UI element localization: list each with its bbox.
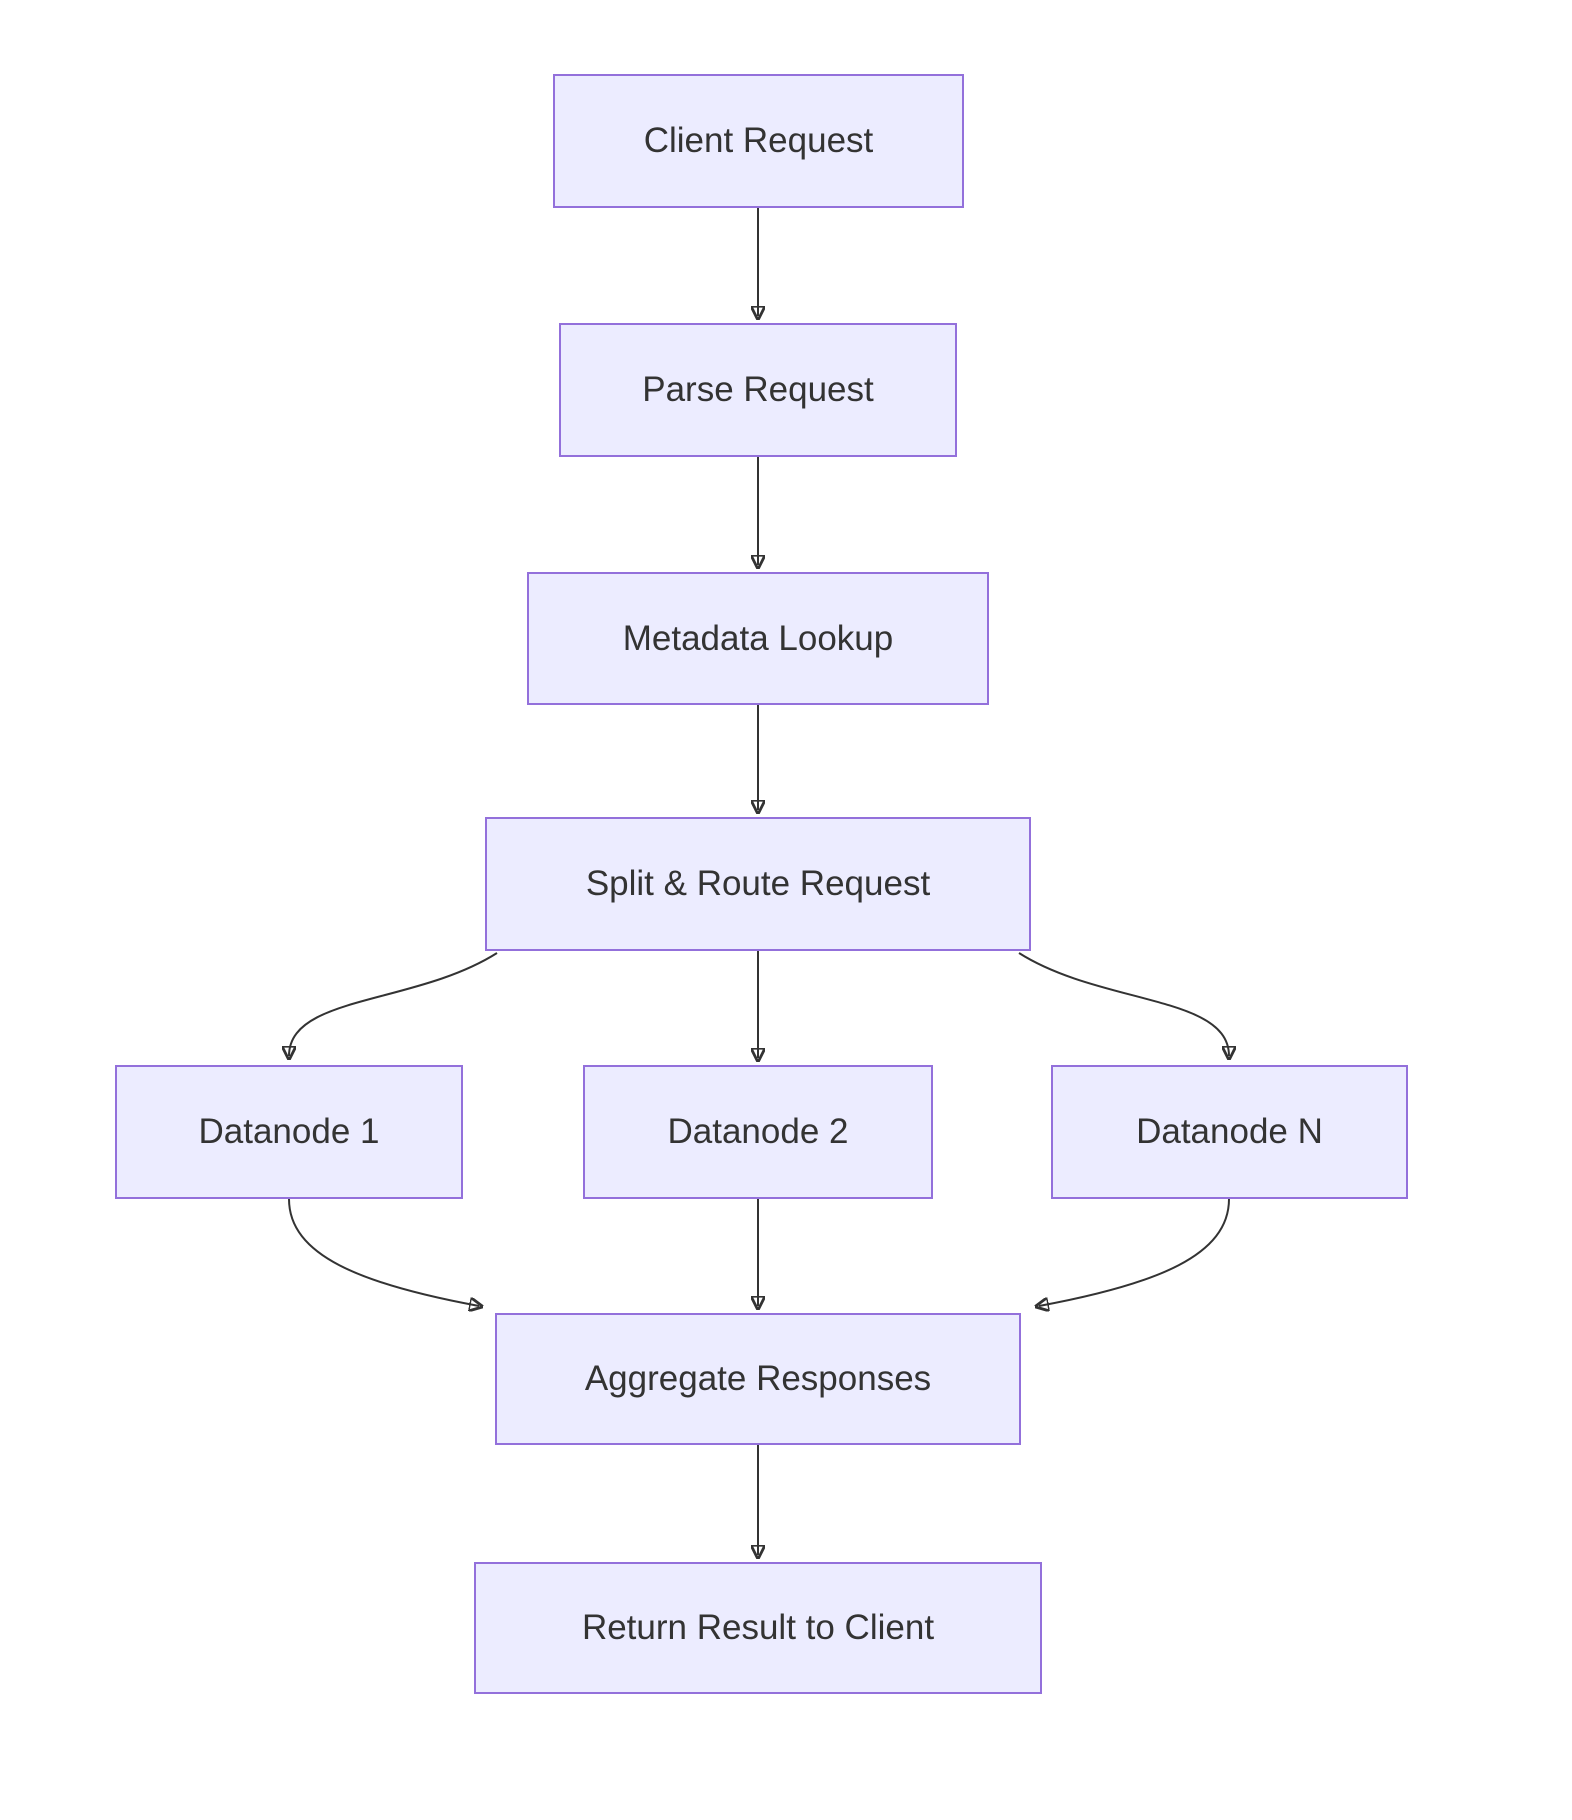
edge-split-to-datanode1 (289, 952, 498, 1056)
node-client-request-label: Client Request (643, 121, 874, 160)
edge-datanodeN-to-aggregate (1039, 1198, 1230, 1306)
node-datanode-2: Datanode 2 (583, 1065, 933, 1199)
node-return-result-label: Return Result to Client (581, 1608, 935, 1647)
node-return-result: Return Result to Client (474, 1562, 1042, 1694)
node-datanode-n: Datanode N (1051, 1065, 1408, 1199)
node-metadata-lookup-label: Metadata Lookup (622, 618, 894, 658)
node-aggregate-responses-label: Aggregate Responses (584, 1359, 932, 1398)
edge-split-to-datanodeN (1018, 952, 1229, 1056)
node-split-route-request: Split & Route Request (485, 817, 1031, 951)
node-metadata-lookup: Metadata Lookup (527, 572, 989, 705)
node-datanode-2-label: Datanode 2 (667, 1112, 849, 1151)
node-client-request: Client Request (553, 74, 964, 208)
node-split-route-request-label: Split & Route Request (585, 864, 931, 903)
node-datanode-n-label: Datanode N (1136, 1112, 1323, 1151)
node-aggregate-responses: Aggregate Responses (495, 1313, 1021, 1445)
node-parse-request-label: Parse Request (642, 370, 874, 409)
node-datanode-1-label: Datanode 1 (198, 1112, 380, 1151)
node-datanode-1: Datanode 1 (115, 1065, 463, 1199)
node-parse-request: Parse Request (559, 323, 957, 457)
edge-datanode1-to-aggregate (288, 1198, 479, 1306)
